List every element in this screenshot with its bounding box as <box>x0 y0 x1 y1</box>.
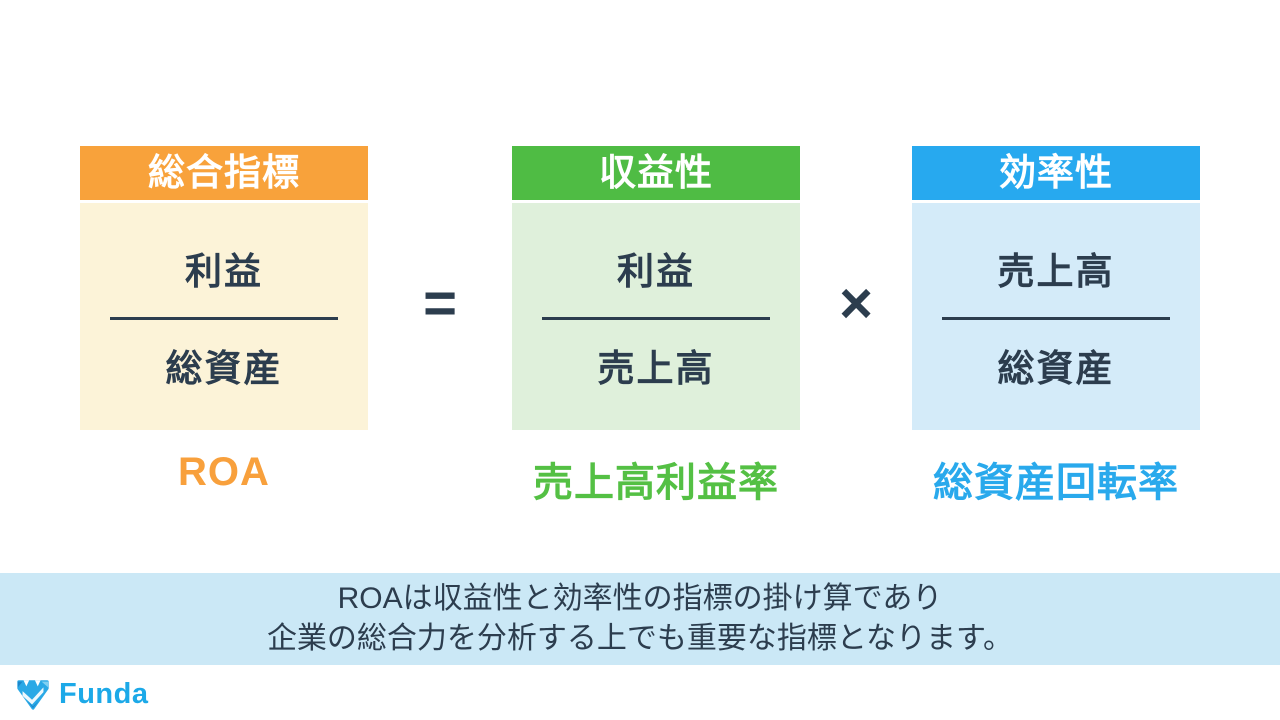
fraction-profit-margin: 利益 売上高 <box>512 241 800 392</box>
fraction-divider <box>110 317 338 320</box>
box-profitability-header: 収益性 <box>512 146 800 200</box>
summary-line-2: 企業の総合力を分析する上でも重要な指標となります。 <box>266 622 1014 655</box>
fraction-divider <box>542 317 770 320</box>
fraction-roa: 利益 総資産 <box>80 241 368 392</box>
box-profitability: 収益性 利益 売上高 <box>512 146 800 430</box>
fraction-denominator: 総資産 <box>997 348 1115 389</box>
gem-icon <box>17 680 49 710</box>
fraction-numerator: 利益 <box>617 251 695 292</box>
box-efficiency-header: 効率性 <box>912 146 1200 200</box>
fraction-numerator: 利益 <box>185 251 263 292</box>
box-efficiency-body: 売上高 総資産 <box>912 203 1200 430</box>
funda-logo: Funda <box>14 675 149 713</box>
box-efficiency: 効率性 売上高 総資産 <box>912 146 1200 430</box>
brand-name: Funda <box>59 677 149 710</box>
box-overall-body: 利益 総資産 <box>80 203 368 430</box>
fraction-divider <box>942 317 1170 320</box>
label-total-asset-turnover: 総資産回転率 <box>933 461 1179 505</box>
fraction-asset-turnover: 売上高 総資産 <box>912 241 1200 392</box>
summary-banner: ROAは収益性と効率性の指標の掛け算であり 企業の総合力を分析する上でも重要な指… <box>0 573 1280 665</box>
box-overall-header: 総合指標 <box>80 146 368 200</box>
box-profitability-body: 利益 売上高 <box>512 203 800 430</box>
equals-sign: = <box>423 270 457 336</box>
multiply-sign: × <box>839 270 873 336</box>
fraction-denominator: 売上高 <box>597 348 715 389</box>
label-sales-profit-margin: 売上高利益率 <box>533 461 779 505</box>
fraction-denominator: 総資産 <box>165 348 283 389</box>
box-overall-indicator: 総合指標 利益 総資産 <box>80 146 368 430</box>
fraction-numerator: 売上高 <box>997 251 1115 292</box>
label-roa: ROA <box>178 450 270 494</box>
summary-line-1: ROAは収益性と効率性の指標の掛け算であり <box>337 582 943 615</box>
